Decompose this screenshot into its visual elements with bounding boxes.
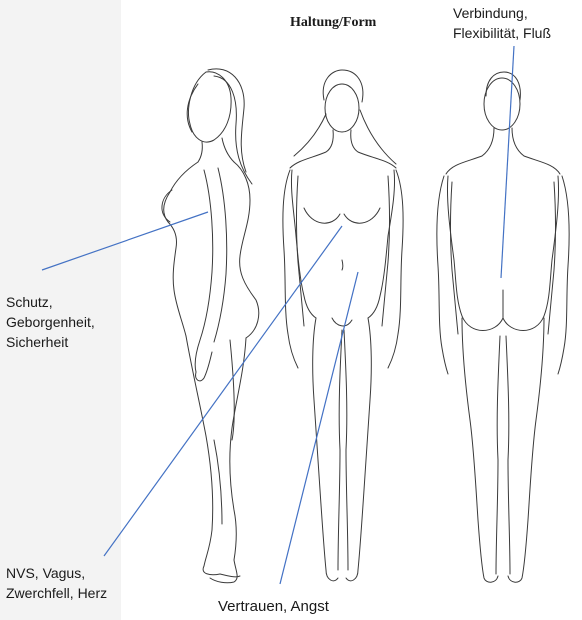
- label-verbindung: Verbindung, Flexibilität, Fluß: [453, 3, 551, 43]
- label-vertrauen: Vertrauen, Angst: [218, 597, 329, 617]
- label-schutz-line2: Geborgenheit,: [6, 312, 95, 332]
- label-verbindung-line2: Flexibilität, Fluß: [453, 23, 551, 43]
- label-schutz-line1: Schutz,: [6, 292, 95, 312]
- diagram-title: Haltung/Form: [290, 15, 376, 31]
- callout-line-verbindung: [501, 46, 514, 278]
- label-nvs-line2: Zwerchfell, Herz: [6, 583, 107, 603]
- label-nvs: NVS, Vagus, Zwerchfell, Herz: [6, 563, 107, 603]
- callout-line-schutz: [42, 212, 208, 270]
- back-view-figure: [437, 72, 569, 582]
- callout-line-nvs: [104, 226, 342, 556]
- front-view-figure: [283, 70, 403, 581]
- label-schutz-line3: Sicherheit: [6, 332, 95, 352]
- label-schutz: Schutz, Geborgenheit, Sicherheit: [6, 292, 95, 352]
- side-view-figure: [162, 69, 259, 583]
- label-verbindung-line1: Verbindung,: [453, 3, 551, 23]
- label-nvs-line1: NVS, Vagus,: [6, 563, 107, 583]
